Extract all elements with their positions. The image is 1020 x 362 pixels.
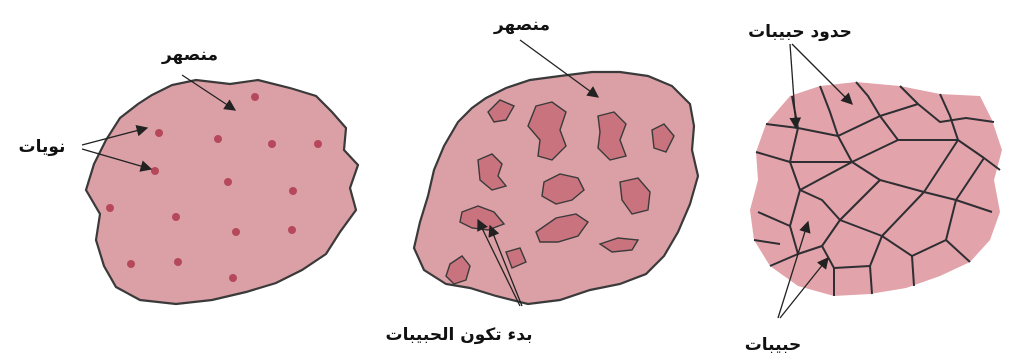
label-melt-left: منصهر bbox=[161, 45, 218, 65]
label-grains: حبيبات bbox=[745, 335, 802, 355]
melt-blob-left bbox=[86, 80, 358, 304]
nucleus-dot bbox=[155, 129, 163, 137]
nucleus-dot bbox=[251, 93, 259, 101]
nucleus-dot bbox=[214, 135, 222, 143]
growing-grain bbox=[598, 112, 626, 160]
nucleus-dot bbox=[172, 213, 180, 221]
nucleus-dot bbox=[127, 260, 135, 268]
panel-grains-with-boundaries: حدود حبيبات حبيبات bbox=[745, 22, 1002, 355]
label-grain-boundaries: حدود حبيبات bbox=[748, 22, 852, 42]
label-nuclei: نويات bbox=[19, 137, 66, 157]
label-melt-middle: منصهر bbox=[493, 15, 550, 35]
panel-melt-with-nuclei: منصهر نويات bbox=[19, 45, 358, 304]
nucleus-dot bbox=[224, 178, 232, 186]
nucleus-dot bbox=[288, 226, 296, 234]
nucleus-dot bbox=[151, 167, 159, 175]
nucleus-dot bbox=[106, 204, 114, 212]
panel-grain-formation-start: منصهر بدء تكون الحبيبات bbox=[386, 15, 698, 345]
nucleus-dot bbox=[232, 228, 240, 236]
nucleus-dot bbox=[229, 274, 237, 282]
nucleus-dot bbox=[289, 187, 297, 195]
nucleus-dot bbox=[174, 258, 182, 266]
nucleus-dot bbox=[314, 140, 322, 148]
label-grain-start: بدء تكون الحبيبات bbox=[386, 325, 533, 345]
nucleus-dot bbox=[268, 140, 276, 148]
